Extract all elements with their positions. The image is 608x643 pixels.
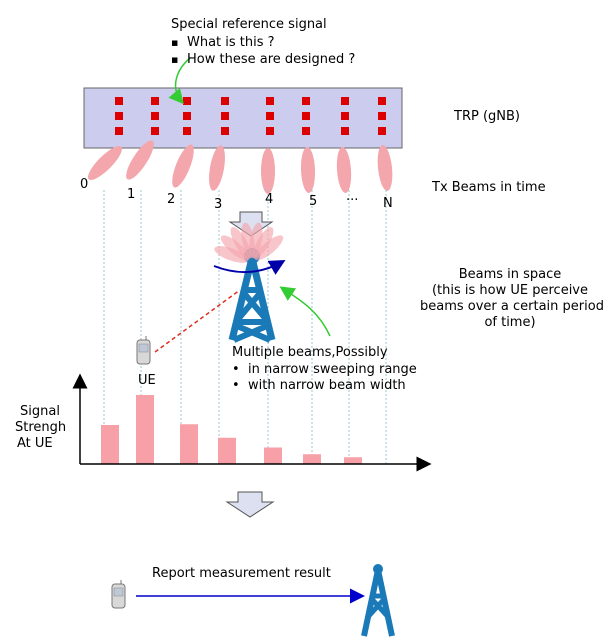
multiple-beams-bullet-1: in narrow sweeping range [232,361,417,378]
down-arrow-bottom [225,491,275,518]
beam-index-3: 3 [214,197,223,212]
reference-signal-block [115,127,123,135]
beam-index-2: 2 [167,192,176,207]
beams-in-space-title: Beams in space [458,267,562,282]
reference-signal-block [115,112,123,120]
reference-signal-block [221,127,229,135]
tx-beam-lobe [172,144,194,188]
tx-beam-lobe [377,145,393,191]
beams-in-space-lobes [214,222,284,263]
signal-strength-bar [180,424,198,464]
signal-label-2: Strengh [15,420,67,435]
signal-strength-bar [136,395,154,464]
beam-pointer-arrow [279,286,331,337]
reference-signal-block [151,112,159,120]
signal-label-3: At UE [17,436,53,451]
tx-beams-label: Tx Beams in time [432,180,546,195]
reference-signal-block [183,112,191,120]
multiple-beams-bullet-2: with narrow beam width [232,377,406,394]
reference-signal-block [266,112,274,120]
tx-beam-lobe [209,145,225,191]
sweep-arrow [213,260,286,275]
beam-index-0: 0 [80,177,89,192]
signal-strength-bar [303,454,321,464]
reference-signal-block [378,112,386,120]
beams-in-space-line-2: beams over a certain period [420,299,604,314]
trp-panel [83,87,403,149]
report-gnb-tower-icon [361,564,395,637]
tx-beam-lobe [126,140,154,180]
beam-index-n: N [383,196,393,211]
multiple-beams-title: Multiple beams,Possibly [232,345,388,360]
reference-signal-block [266,97,274,105]
reference-signal-block [302,112,310,120]
tx-beam-lobes [87,140,393,194]
reference-signal-block [221,112,229,120]
reference-signal-block [151,127,159,135]
beam-index-1: 1 [127,187,136,202]
reference-signal-block [302,127,310,135]
beam-index-5: 5 [309,194,318,209]
tx-beam-lobe [336,147,352,193]
signal-label-1: Signal [20,404,60,419]
signal-strength-bar [101,425,119,464]
trp-label: TRP (gNB) [454,109,520,124]
reference-signal-block [378,97,386,105]
reference-signal-block [221,97,229,105]
rs-bullet-2: How these are designed ? [171,51,355,68]
reference-signal-block [302,97,310,105]
ue-label: UE [138,373,156,388]
reference-signal-block [151,97,159,105]
report-ue-phone-icon [111,580,126,609]
reference-signal-block [378,127,386,135]
space-beam-lobe [254,235,284,261]
tx-beam-lobe [261,148,275,194]
signal-strength-bar [264,447,282,464]
tx-beam-lobe [300,147,316,193]
reference-signal-block [266,127,274,135]
beam-index-ellipsis: ... [346,189,359,204]
reference-signal-block [183,97,191,105]
reference-signal-block [341,127,349,135]
reference-signal-blocks [115,97,386,135]
rs-bullet-1: What is this ? [171,34,275,51]
rs-title: Special reference signal [171,17,327,32]
ue-phone-icon [136,336,151,365]
reference-signal-block [115,97,123,105]
reference-signal-block [183,127,191,135]
report-label: Report measurement result [152,566,331,581]
beams-in-space-line-3: of time) [484,315,536,330]
tx-beam-lobe [87,146,122,180]
signal-strength-bar [218,437,236,464]
beam-index-4: 4 [265,192,274,207]
signal-strength-bar [344,457,362,464]
reference-signal-block [341,97,349,105]
signal-strength-bars [101,395,362,464]
beams-in-space-line-1: (this is how UE perceive [431,283,589,298]
space-beam-lobe [214,246,249,263]
ue-link-line [154,289,241,353]
reference-signal-block [341,112,349,120]
